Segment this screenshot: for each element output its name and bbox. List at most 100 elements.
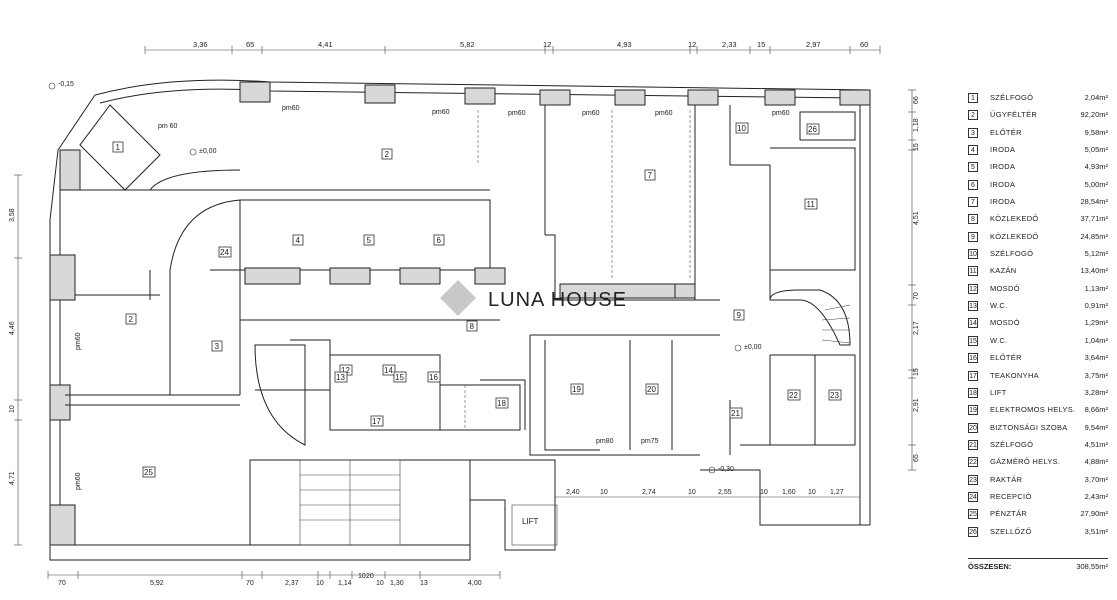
bottom-dim: 70 [246, 580, 254, 587]
legend-room-name: SZÉLFOGÓ [990, 249, 1034, 259]
room-number: 10 [737, 124, 746, 133]
legend-room-area: 2,04m² [1084, 93, 1108, 102]
bottom-dim: 70 [58, 580, 66, 587]
legend-room-name: W.C. [990, 301, 1008, 311]
pillar [364, 84, 396, 104]
opening-label: pm60 [75, 472, 82, 490]
room-number: 5 [367, 236, 372, 245]
legend-room-area: 4,51m² [1084, 439, 1108, 449]
legend-room-number: 12 [968, 283, 978, 294]
opening-label: pm60 [75, 332, 82, 350]
stairs [299, 304, 851, 546]
top-dim: 5,82 [460, 40, 475, 49]
legend-room-number: 26 [968, 526, 978, 537]
legend-room-area: 92,20m² [1080, 110, 1108, 120]
legend-room-number: 22 [968, 457, 978, 468]
bottom-dim: 13 [420, 580, 428, 587]
room-number: 8 [470, 322, 475, 331]
bottom-dim: 1,14 [338, 580, 352, 587]
legend-room-number: 18 [968, 387, 978, 398]
total-area-row: ÖSSZESEN: 308,55m² [968, 558, 1108, 571]
total-value: 308,55m² [1076, 562, 1108, 571]
right-dim: 66 [913, 96, 920, 104]
top-dim: 15 [757, 40, 765, 49]
legend-room-area: 3,51m² [1084, 526, 1108, 536]
legend-room-name: ELŐTÉR [990, 353, 1022, 363]
legend-room-number: 3 [968, 127, 978, 138]
legend-room-name: GÁZMÉRŐ HELYS. [990, 457, 1061, 467]
legend-room-number: 2 [968, 110, 978, 121]
legend-room-name: ÜGYFÉLTÉR [990, 110, 1038, 120]
lift-shaft [511, 504, 558, 546]
pillar [49, 254, 76, 301]
room-number: 6 [437, 236, 442, 245]
legend-room-number: 1 [968, 93, 978, 103]
legend-room-name: IRODA [990, 162, 1016, 172]
legend-room-area: 1,13m² [1084, 283, 1108, 293]
legend-room-number: 15 [968, 335, 978, 346]
room-number: 2 [385, 150, 390, 159]
legend-row: 21 SZÉLFOGÓ 4,51m² [968, 437, 1108, 454]
legend-room-area: 24,85m² [1080, 231, 1108, 241]
legend-room-name: ELŐTÉR [990, 127, 1022, 137]
pillar [464, 87, 496, 105]
legend-room-name: SZÉLFOGÓ [990, 439, 1034, 449]
bottom-mid-dimension-chain: 2,40 10 2,74 10 2,55 10 1,60 10 1,27 [555, 489, 860, 498]
room-number: 3 [215, 342, 220, 351]
room-number: 4 [296, 236, 301, 245]
legend-room-name: W.C. [990, 335, 1008, 345]
legend-room-area: 27,90m² [1080, 509, 1108, 519]
pillar [49, 504, 76, 546]
top-dim: 4,93 [617, 40, 632, 49]
opening-label: pm75 [641, 438, 659, 445]
room-number: 9 [737, 311, 742, 320]
right-dim: 4,51 [913, 211, 920, 225]
legend-room-number: 16 [968, 353, 978, 364]
lift-label: LIFT [522, 517, 539, 526]
legend-room-number: 14 [968, 318, 978, 329]
total-label: ÖSSZESEN: [968, 562, 1012, 571]
right-dim: 2,17 [913, 321, 920, 335]
legend-room-area: 1,29m² [1084, 318, 1108, 328]
room-number: 16 [429, 373, 438, 382]
legend-room-number: 11 [968, 266, 978, 277]
legend-room-number: 21 [968, 439, 978, 450]
bottom-mid-dim: 2,74 [642, 489, 656, 496]
watermark-text: LUNA HOUSE [488, 289, 627, 311]
level-mark: -0,30 [718, 466, 734, 473]
bottom-dim: 20 [366, 573, 374, 580]
watermark: LUNA HOUSE [440, 280, 627, 316]
opening-label: pm60 [582, 110, 600, 117]
right-dim: 2,91 [913, 398, 920, 412]
legend-room-name: IRODA [990, 179, 1016, 189]
left-dim: 10 [9, 405, 16, 413]
legend-room-number: 25 [968, 509, 978, 520]
room-number: 24 [220, 248, 229, 257]
legend-room-number: 7 [968, 197, 978, 208]
legend-room-name: KAZÁN [990, 266, 1017, 276]
opening-label: pm60 [282, 105, 300, 112]
legend-room-name: RECEPCIÓ [990, 491, 1032, 501]
bottom-mid-dim: 1,60 [782, 489, 796, 496]
legend-room-area: 3,75m² [1084, 370, 1108, 380]
legend-room-area: 9,54m² [1084, 422, 1108, 432]
level-mark: -0,15 [58, 81, 74, 88]
room-number: 11 [807, 200, 816, 209]
legend-room-number: 19 [968, 405, 978, 416]
legend-room-name: SZÉLFOGÓ [990, 93, 1034, 102]
